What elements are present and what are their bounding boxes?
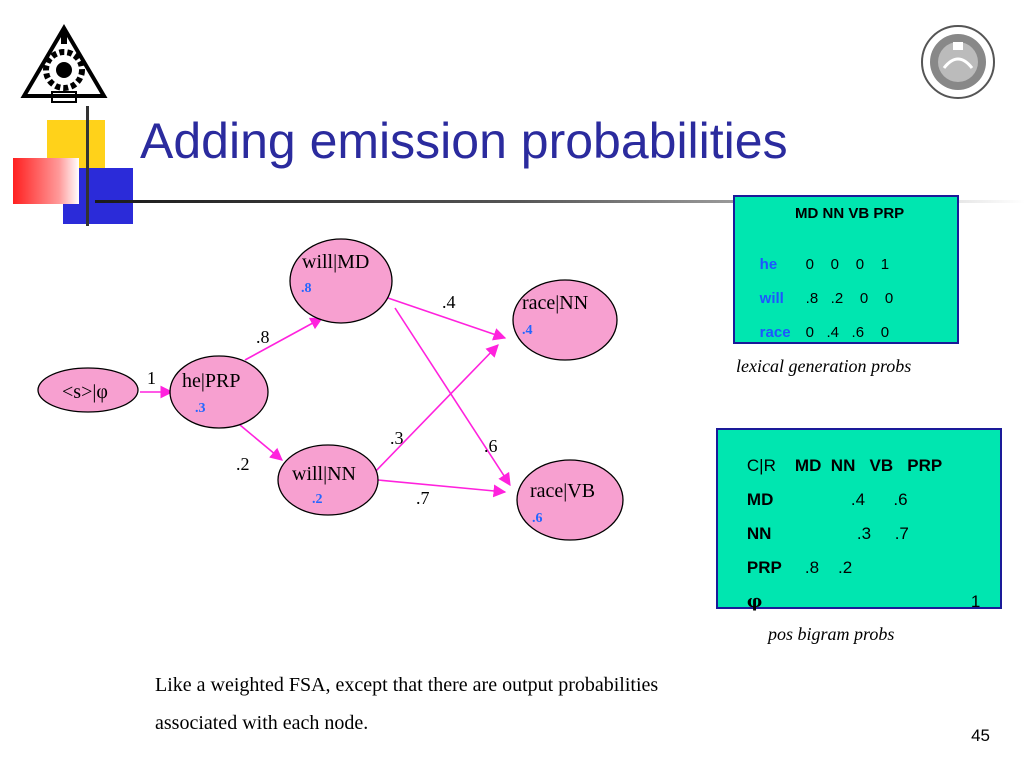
page-title: Adding emission probabilities — [140, 113, 788, 169]
node-will-md-prob: .8 — [301, 281, 312, 296]
university-gear-logo-icon — [20, 24, 108, 103]
node-will-nn-label: will|NN — [292, 463, 356, 485]
lexical-row-word: race — [759, 324, 791, 341]
node-he-prp-label: he|PRP — [182, 370, 240, 392]
edge-label-willmd-racenn: .4 — [442, 292, 456, 312]
edge-label-start-he: 1 — [147, 368, 156, 388]
university-seal-logo-icon — [921, 25, 995, 99]
bigram-row-label: PRP — [746, 558, 782, 577]
bigram-prob-table: C|R MD NN VB PRP MD .4 .6 NN .3 .7 PRP .8 .2… — [716, 428, 1002, 612]
edge-label-he-willmd: .8 — [256, 327, 270, 347]
lexical-row-race: race 0 .4 .6 0 — [743, 307, 889, 358]
node-race-vb — [516, 459, 624, 541]
edge-willmd-racenn — [387, 297, 507, 341]
title-divider — [95, 200, 1024, 203]
node-race-vb-prob: .6 — [532, 511, 543, 526]
edge-he-willmd — [244, 317, 324, 361]
bigram-row-label: φ — [746, 592, 763, 612]
bigram-table-corner: C|R — [746, 456, 776, 475]
edge-willnn-racevb — [377, 479, 507, 498]
bigram-row-nn: NN .3 .7 — [728, 504, 909, 564]
lexical-table-header: MD NN VB PRP — [795, 205, 905, 222]
edge-label-willmd-racevb: .6 — [484, 436, 498, 456]
lexical-prob-table: MD NN VB PRP he 0 0 0 1 will .8 .2 0 0 rac… — [733, 195, 959, 344]
deco-vertical-bar — [86, 106, 89, 226]
lexical-row-will: will .8 .2 0 0 — [743, 273, 894, 324]
lexical-row-word: will — [759, 290, 784, 307]
node-race-vb-label: race|VB — [530, 480, 595, 502]
lexical-row-he: he 0 0 0 1 — [743, 239, 889, 290]
bigram-row-label: NN — [746, 524, 772, 543]
edge-label-willnn-racenn: .3 — [390, 428, 404, 448]
slide-number: 45 — [971, 726, 990, 745]
edge-label-willnn-racevb: .7 — [416, 488, 430, 508]
node-he-prp — [169, 355, 269, 429]
bigram-table-caption: pos bigram probs — [768, 624, 895, 644]
bigram-row-prp: PRP .8 .2 — [728, 538, 852, 598]
body-paragraph: Like a weighted FSA, except that there a… — [155, 674, 659, 734]
bigram-row-values: .3 .7 — [856, 524, 909, 543]
bigram-row-label: MD — [746, 490, 774, 509]
node-will-md — [289, 238, 393, 324]
node-race-nn-label: race|NN — [522, 292, 588, 314]
lexical-table-caption: lexical generation probs — [736, 356, 912, 376]
bigram-row-values: .8 .2 — [804, 558, 853, 577]
bigram-table-header-row: C|R MD NN VB PRP — [728, 436, 942, 496]
bigram-row-values: 1 — [970, 592, 981, 611]
node-he-prp-prob: .3 — [195, 401, 206, 416]
bigram-row-values: .4 .6 — [850, 490, 908, 509]
bigram-row-md: MD .4 .6 — [728, 470, 908, 530]
deco-square-red — [13, 158, 79, 204]
edge-willmd-racevb — [394, 307, 511, 487]
edge-he-willnn — [239, 424, 283, 461]
lexical-row-values: 0 .4 .6 0 — [805, 324, 890, 341]
edge-willnn-racenn — [371, 344, 499, 476]
node-will-md-label: will|MD — [302, 251, 369, 273]
bigram-table-header: MD NN VB PRP — [794, 456, 943, 475]
node-start — [37, 367, 139, 413]
lexical-row-word: he — [759, 256, 778, 273]
node-race-nn-prob: .4 — [522, 323, 533, 338]
node-race-nn — [512, 279, 618, 361]
edge-label-he-willnn: .2 — [236, 454, 250, 474]
node-start-label: <s>|φ — [62, 381, 108, 403]
node-will-nn-prob: .2 — [312, 492, 323, 507]
lexical-row-values: .8 .2 0 0 — [805, 290, 894, 307]
lexical-row-values: 0 0 0 1 — [805, 256, 890, 273]
node-will-nn — [277, 444, 379, 516]
